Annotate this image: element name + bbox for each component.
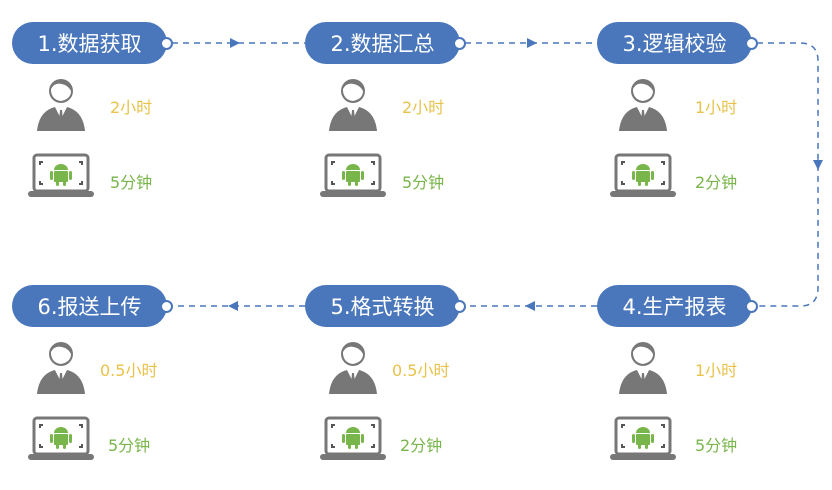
android-laptop-icon [320, 153, 386, 203]
manual-time: 1小时 [695, 98, 738, 117]
connector-dot [745, 37, 758, 50]
auto-time: 2分钟 [695, 173, 738, 192]
person-icon [35, 340, 87, 398]
manual-time: 0.5小时 [392, 361, 450, 380]
connector-dot [745, 300, 758, 313]
connector-dot [453, 37, 466, 50]
android-laptop-icon [610, 416, 676, 466]
arrow-right-icon [527, 38, 537, 48]
android-laptop-icon [320, 416, 386, 466]
step-label: 6.报送上传 [37, 295, 142, 319]
arrow-down-icon [813, 160, 823, 170]
auto-time: 5分钟 [110, 173, 153, 192]
step-pill-3: 3.逻辑校验 [597, 22, 758, 64]
android-laptop-icon [28, 153, 94, 203]
manual-time: 2小时 [110, 98, 153, 117]
auto-time: 2分钟 [400, 436, 443, 455]
auto-time: 5分钟 [108, 436, 151, 455]
connector-dot [160, 300, 173, 313]
arrow-left-icon [228, 301, 238, 311]
manual-time: 2小时 [402, 98, 445, 117]
person-icon [327, 77, 379, 135]
connector-3-4 [757, 42, 819, 307]
step-pill-6: 6.报送上传 [12, 285, 173, 327]
connector-dot [160, 37, 173, 50]
step-label: 2.数据汇总 [330, 32, 435, 56]
step-label: 5.格式转换 [330, 295, 435, 319]
arrow-left-icon [525, 301, 535, 311]
person-icon [327, 340, 379, 398]
manual-time: 1小时 [695, 361, 738, 380]
arrow-right-icon [230, 38, 240, 48]
person-icon [617, 340, 669, 398]
step-pill-2: 2.数据汇总 [305, 22, 466, 64]
connector-dot [453, 300, 466, 313]
auto-time: 5分钟 [402, 173, 445, 192]
step-pill-1: 1.数据获取 [12, 22, 173, 64]
person-icon [617, 77, 669, 135]
android-laptop-icon [28, 416, 94, 466]
step-label: 3.逻辑校验 [622, 32, 727, 56]
person-icon [35, 77, 87, 135]
step-label: 1.数据获取 [37, 32, 142, 56]
manual-time: 0.5小时 [100, 361, 158, 380]
step-label: 4.生产报表 [622, 295, 727, 319]
step-pill-4: 4.生产报表 [597, 285, 758, 327]
auto-time: 5分钟 [695, 436, 738, 455]
step-pill-5: 5.格式转换 [305, 285, 466, 327]
android-laptop-icon [610, 153, 676, 203]
